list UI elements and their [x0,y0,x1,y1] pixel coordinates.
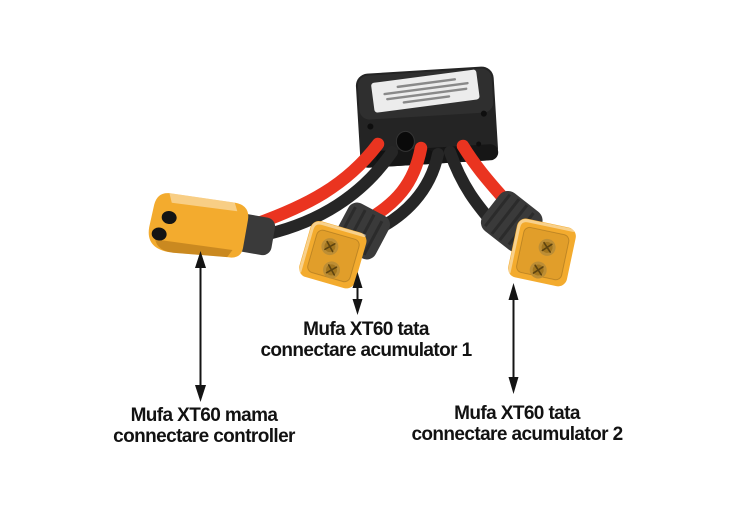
annotation-battery1-line1: Mufa XT60 tata [303,319,429,340]
annotation-controller-line2: connectare controller [113,426,295,447]
xt60-male1-pin-1 [321,238,339,256]
annotation-controller: Mufa XT60 mama connectare controller [113,405,295,447]
xt60-male1-bevel [298,221,366,273]
annotation-battery2: Mufa XT60 tata connectare acumulator 2 [411,403,623,445]
connector-xt60-female [148,193,276,258]
wire-left-red [249,137,385,231]
xt60-female-bottom-shade [155,239,233,258]
xt60-male1-pin-2 [323,261,341,279]
annotation-battery2-line2: connectare acumulator 2 [411,424,623,445]
annotation-battery1: Mufa XT60 tata connectare acumulator 1 [260,319,472,361]
xt60-female-top-bevel [169,193,238,212]
xt60-male2-pin-2 [529,261,547,279]
annotation-battery2-line1: Mufa XT60 tata [454,403,580,424]
grommet-hole [395,130,415,152]
screw-bottom-right [476,141,482,147]
screw-left [367,123,374,130]
annotation-battery1-line2: connectare acumulator 1 [260,340,472,361]
arrow-battery1 [352,272,363,315]
annotation-controller-line1: Mufa XT60 mama [130,405,278,426]
xt60-male2-bevel [507,219,575,274]
xt60-male1-body [299,220,367,289]
device-spec-label [371,69,480,113]
xt60-male2-pin-1 [538,238,556,256]
wire-left-black [262,146,398,240]
arrow-controller [195,251,206,402]
connector-xt60-male-2 [480,190,576,287]
screw-right [480,110,487,117]
xt60-female-hole-2 [151,227,167,241]
arrow-battery2 [508,283,519,394]
connector-xt60-male-1 [298,202,391,289]
xt60-female-body [148,193,249,258]
heatshrink-middle-ribs [336,206,384,256]
xt60-female-hole-1 [161,210,177,225]
control-box [355,66,499,168]
heatshrink-right-ribs [484,193,535,246]
